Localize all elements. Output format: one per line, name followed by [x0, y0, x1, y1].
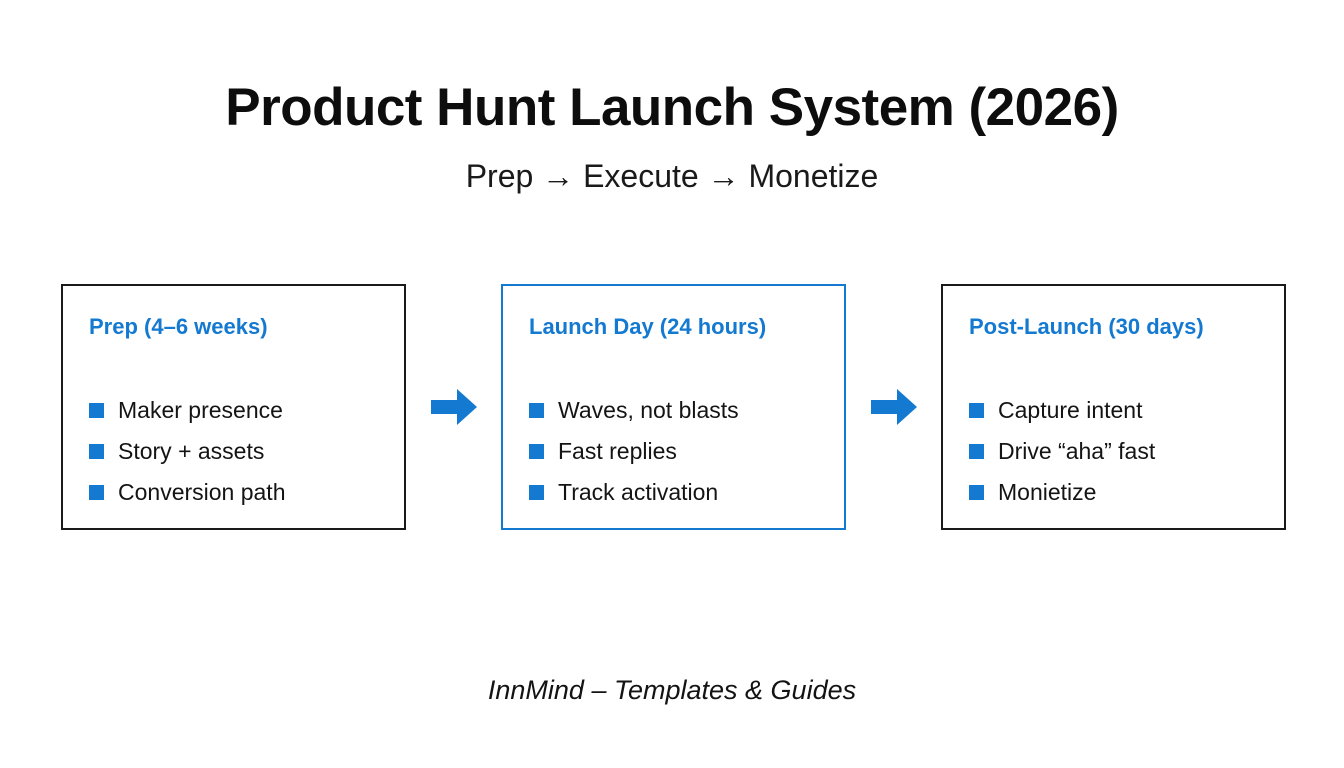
square-bullet-icon — [529, 444, 544, 459]
square-bullet-icon — [529, 403, 544, 418]
list-item: Track activation — [529, 472, 739, 513]
list-item: Maker presence — [89, 390, 286, 431]
list-item-label: Monietize — [998, 479, 1097, 506]
list-item-label: Maker presence — [118, 397, 283, 424]
list-item-label: Story + assets — [118, 438, 265, 465]
slide-header: Product Hunt Launch System (2026) Prep →… — [0, 78, 1344, 195]
square-bullet-icon — [89, 444, 104, 459]
list-item-label: Conversion path — [118, 479, 286, 506]
stage-card-launch-day: Launch Day (24 hours) Waves, not blasts … — [501, 284, 846, 530]
stage-title: Prep (4–6 weeks) — [89, 314, 268, 339]
page-title: Product Hunt Launch System (2026) — [225, 78, 1119, 137]
list-item: Monietize — [969, 472, 1155, 513]
stage-card-post-launch: Post-Launch (30 days) Capture intent Dri… — [941, 284, 1286, 530]
square-bullet-icon — [89, 403, 104, 418]
list-item-label: Capture intent — [998, 397, 1143, 424]
slide-footer: InnMind – Templates & Guides — [0, 675, 1344, 706]
arrow-right-icon — [870, 389, 918, 425]
stage-title: Launch Day (24 hours) — [529, 314, 767, 339]
arrow-right-icon — [430, 389, 478, 425]
list-item: Story + assets — [89, 431, 286, 472]
square-bullet-icon — [969, 403, 984, 418]
list-item: Waves, not blasts — [529, 390, 739, 431]
square-bullet-icon — [969, 485, 984, 500]
stage-card-prep: Prep (4–6 weeks) Maker presence Story + … — [61, 284, 406, 530]
stage-bullet-list: Waves, not blasts Fast replies Track act… — [529, 390, 739, 513]
stage-bullet-list: Capture intent Drive “aha” fast Monietiz… — [969, 390, 1155, 513]
slide-subtitle: Prep → Execute → Monetize — [465, 158, 879, 195]
list-item-label: Drive “aha” fast — [998, 438, 1156, 465]
list-item: Fast replies — [529, 431, 739, 472]
list-item: Capture intent — [969, 390, 1155, 431]
square-bullet-icon — [969, 444, 984, 459]
square-bullet-icon — [529, 485, 544, 500]
list-item: Conversion path — [89, 472, 286, 513]
list-item-label: Fast replies — [558, 438, 677, 465]
list-item-label: Waves, not blasts — [558, 397, 739, 424]
list-item-label: Track activation — [558, 479, 719, 506]
square-bullet-icon — [89, 485, 104, 500]
stage-bullet-list: Maker presence Story + assets Conversion… — [89, 390, 286, 513]
stage-title: Post-Launch (30 days) — [969, 314, 1204, 339]
process-flow: Prep (4–6 weeks) Maker presence Story + … — [61, 284, 1286, 530]
list-item: Drive “aha” fast — [969, 431, 1155, 472]
footer-attribution: InnMind – Templates & Guides — [487, 675, 857, 705]
